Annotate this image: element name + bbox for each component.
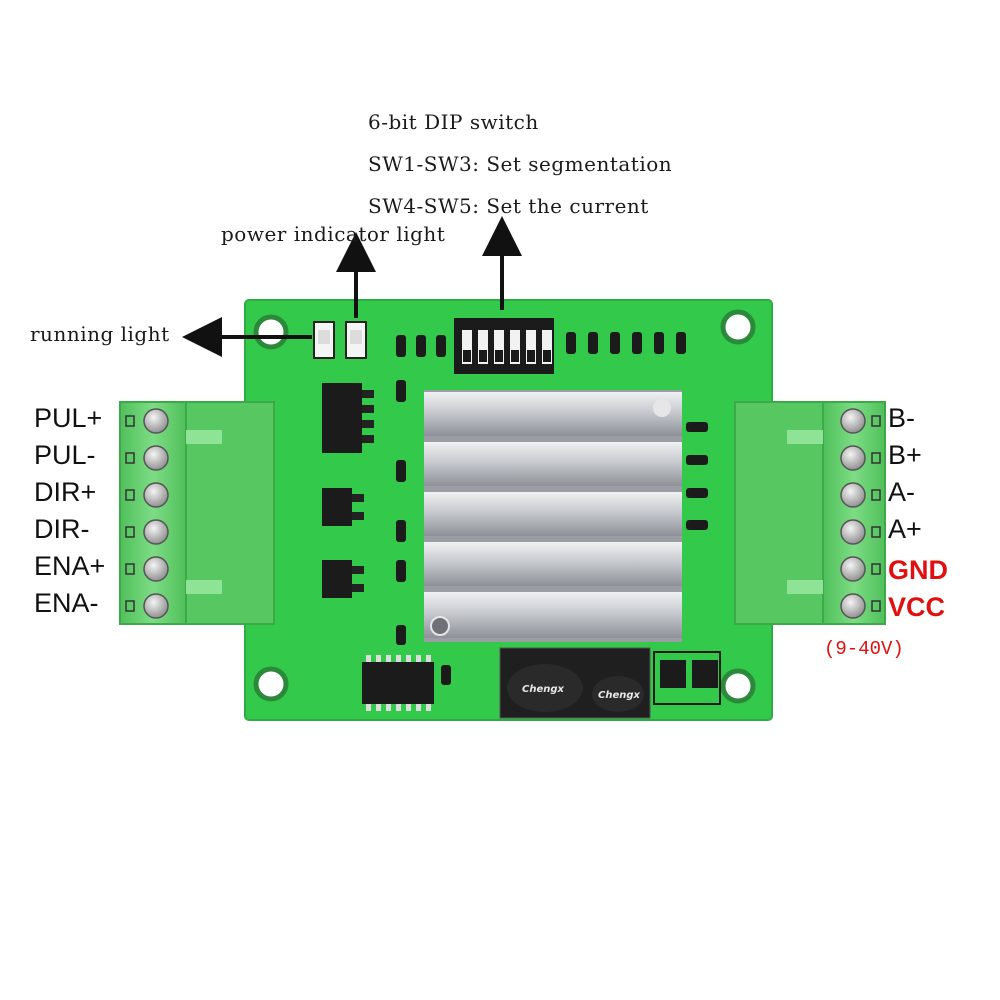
right-terminal-screws — [840, 408, 866, 619]
dip-switch-title: 6-bit DIP switch — [368, 110, 539, 134]
terminal-label-b-plus: B+ — [888, 440, 922, 470]
terminal-label-vcc: VCC — [888, 592, 946, 622]
annotation-arrows — [182, 216, 522, 357]
dip-sw1-sw3-note: SW1-SW3: Set segmentation — [368, 152, 673, 176]
passive-components — [396, 332, 708, 685]
power-light-label: power indicator light — [221, 222, 446, 246]
terminal-label-dir-minus: DIR- — [34, 514, 90, 544]
left-terminal-screws — [143, 408, 169, 619]
terminal-label-gnd: GND — [888, 555, 948, 585]
terminal-label-b-minus: B- — [888, 403, 915, 433]
terminal-label-a-plus: A+ — [888, 514, 922, 544]
terminal-label-ena-minus: ENA- — [34, 588, 99, 618]
terminal-label-ena-plus: ENA+ — [34, 551, 106, 581]
transistors — [653, 651, 721, 705]
capacitor-brand-label: Chengx — [522, 684, 565, 695]
running-light-label: running light — [30, 322, 170, 346]
mounting-holes — [253, 309, 756, 704]
logic-ic — [362, 655, 434, 711]
capacitor-brand-label-2: Chengx — [598, 690, 641, 701]
electrolytic-capacitors: Chengx Chengx — [499, 647, 651, 719]
voltage-range-label: (9-40V) — [824, 638, 904, 660]
terminal-label-pul-plus: PUL+ — [34, 403, 103, 433]
terminal-label-a-minus: A- — [888, 477, 915, 507]
terminal-label-dir-plus: DIR+ — [34, 477, 97, 507]
heatsink — [424, 390, 682, 642]
dip-sw4-sw5-note: SW4-SW5: Set the current — [368, 194, 649, 218]
left-terminal-block — [119, 401, 275, 625]
right-terminal-block — [734, 401, 886, 625]
optocoupler-chips — [322, 383, 374, 598]
power-led — [345, 321, 367, 359]
running-led — [313, 321, 335, 359]
terminal-label-pul-minus: PUL- — [34, 440, 96, 470]
dip-switch — [454, 318, 554, 374]
